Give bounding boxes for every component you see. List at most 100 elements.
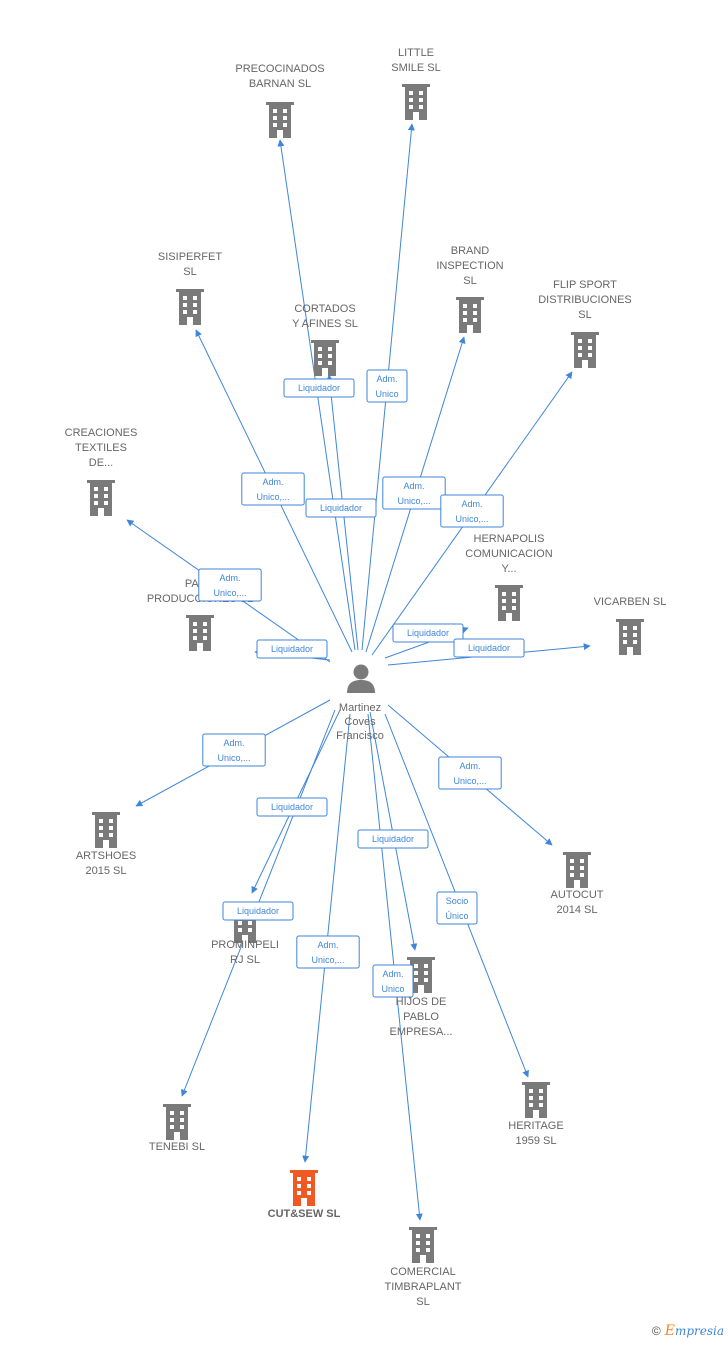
role-label-little[interactable]: Adm.Unico [366, 369, 408, 403]
role-text: Liquidador [468, 643, 510, 653]
company-node-hijos[interactable]: HIJOS DE PABLO EMPRESA... [390, 957, 453, 1038]
brand-name: mpresia [674, 1324, 724, 1338]
role-label-vicarben[interactable]: Liquidador [453, 638, 525, 658]
building-icon [571, 332, 599, 368]
building-icon [616, 619, 644, 655]
role-text: Adm. [317, 940, 338, 950]
building-icon [290, 1170, 318, 1206]
role-text: Unico,... [256, 492, 289, 502]
building-icon [402, 84, 430, 120]
building-icon [186, 615, 214, 651]
company-label-line: Y... [501, 563, 516, 575]
role-text: Unico,... [455, 514, 488, 524]
role-text: Unico,... [397, 496, 430, 506]
role-text: Adm. [219, 573, 240, 583]
role-label-autocut[interactable]: Adm.Unico,... [438, 756, 502, 790]
company-node-cutsew[interactable]: CUT&SEW SL [268, 1170, 341, 1220]
role-label-sisiperfet[interactable]: Adm. Unico,... [241, 472, 305, 506]
company-label-line: 1959 SL [516, 1135, 557, 1147]
role-label-tenebi[interactable]: Liquidador [222, 901, 294, 921]
role-text: Adm. [376, 374, 397, 384]
company-label-line: COMUNICACION [465, 548, 552, 560]
role-label-artshoes[interactable]: Adm.Unico,... [202, 733, 266, 767]
company-label-line: VICARBEN SL [594, 596, 667, 608]
company-node-vicarben[interactable]: VICARBEN SL [594, 596, 667, 655]
company-label-line: EMPRESA... [390, 1026, 453, 1038]
company-node-hernapolis[interactable]: HERNAPOLISCOMUNICACIONY... [465, 533, 553, 621]
role-label-cortados[interactable]: Liquidador [305, 498, 377, 518]
company-label-line: ARTSHOES [76, 850, 136, 862]
building-icon [176, 289, 204, 325]
role-text: Liquidador [407, 628, 449, 638]
role-text: Liquidador [320, 503, 362, 513]
role-text: Socio [446, 896, 469, 906]
role-label-hernapolis[interactable]: Liquidador [392, 623, 464, 643]
company-label-line: PABLO [403, 1011, 439, 1023]
role-text: Liquidador [298, 383, 340, 393]
role-text: Unico,... [213, 588, 246, 598]
company-label-line: Y AFINES SL [292, 318, 358, 330]
company-node-cortados[interactable]: CORTADOS Y AFINES SL [292, 303, 358, 376]
role-label-brand[interactable]: Adm. Unico,... [382, 476, 446, 510]
company-label-line: CREACIONES [65, 427, 138, 439]
company-label-line: RJ SL [230, 954, 260, 966]
person-icon [347, 664, 375, 693]
role-text: Unico,... [217, 753, 250, 763]
company-label-line: DE... [89, 457, 113, 469]
role-text: Liquidador [271, 802, 313, 812]
role-text: Liquidador [372, 834, 414, 844]
company-label-line: BRAND [451, 245, 490, 257]
company-label-line: HIJOS DE [396, 996, 447, 1008]
role-label-precocinados[interactable]: Liquidador [283, 378, 355, 398]
company-label-line: COMERCIAL [390, 1266, 455, 1278]
footer-brand: ©Empresia [652, 1323, 724, 1339]
person-node[interactable]: Martinez Coves Francisco [336, 664, 384, 743]
company-label-line: SL [578, 309, 591, 321]
company-node-prominpeli[interactable]: PROMINPELI RJ SL [211, 907, 279, 966]
company-label-line: CORTADOS [294, 303, 355, 315]
role-label-pas[interactable]: Liquidador [256, 639, 328, 659]
company-label-line: FLIP SPORT [553, 279, 617, 291]
company-label-line: PRECOCINADOS [235, 63, 324, 75]
building-icon [409, 1227, 437, 1263]
building-icon [522, 1082, 550, 1118]
company-label-line: CUT&SEW SL [268, 1208, 341, 1220]
building-icon [266, 102, 294, 138]
role-label-comercial[interactable]: Adm.Unico [372, 964, 414, 998]
building-icon [92, 812, 120, 848]
role-label-flip[interactable]: Adm.Unico,... [440, 494, 504, 528]
role-label-prominpeli[interactable]: Liquidador [256, 797, 328, 817]
company-label-line: HERITAGE [508, 1120, 563, 1132]
company-label-line: TEXTILES [75, 442, 127, 454]
company-label-line: SL [416, 1296, 429, 1308]
company-label-line: BARNAN SL [249, 78, 311, 90]
company-node-tenebi[interactable]: TENEBI SL [149, 1104, 205, 1153]
company-node-sisiperfet[interactable]: SISIPERFET SL [158, 251, 222, 325]
company-label-line: PROMINPELI [211, 939, 279, 951]
company-label-line: SISIPERFET [158, 251, 222, 263]
person-name-line-2: Coves [344, 716, 376, 728]
role-label-creaciones[interactable]: Adm. Unico,... [198, 568, 262, 602]
role-text: Adm. [403, 481, 424, 491]
company-node-creaciones[interactable]: CREACIONES TEXTILES DE... [65, 427, 138, 516]
role-text: Adm. [262, 477, 283, 487]
role-label-hijos[interactable]: Liquidador [357, 829, 429, 849]
role-label-cutsew[interactable]: Adm.Unico,... [296, 935, 360, 969]
company-node-heritage[interactable]: HERITAGE 1959 SL [508, 1082, 564, 1147]
role-text: Único [445, 911, 468, 921]
role-text: Liquidador [237, 906, 279, 916]
role-text: Adm. [382, 969, 403, 979]
building-icon [87, 480, 115, 516]
person-name-line-3: Francisco [336, 730, 384, 742]
building-icon [163, 1104, 191, 1140]
company-label-line: SL [183, 266, 196, 278]
company-node-precocinados[interactable]: PRECOCINADOS BARNAN SL [235, 63, 325, 138]
